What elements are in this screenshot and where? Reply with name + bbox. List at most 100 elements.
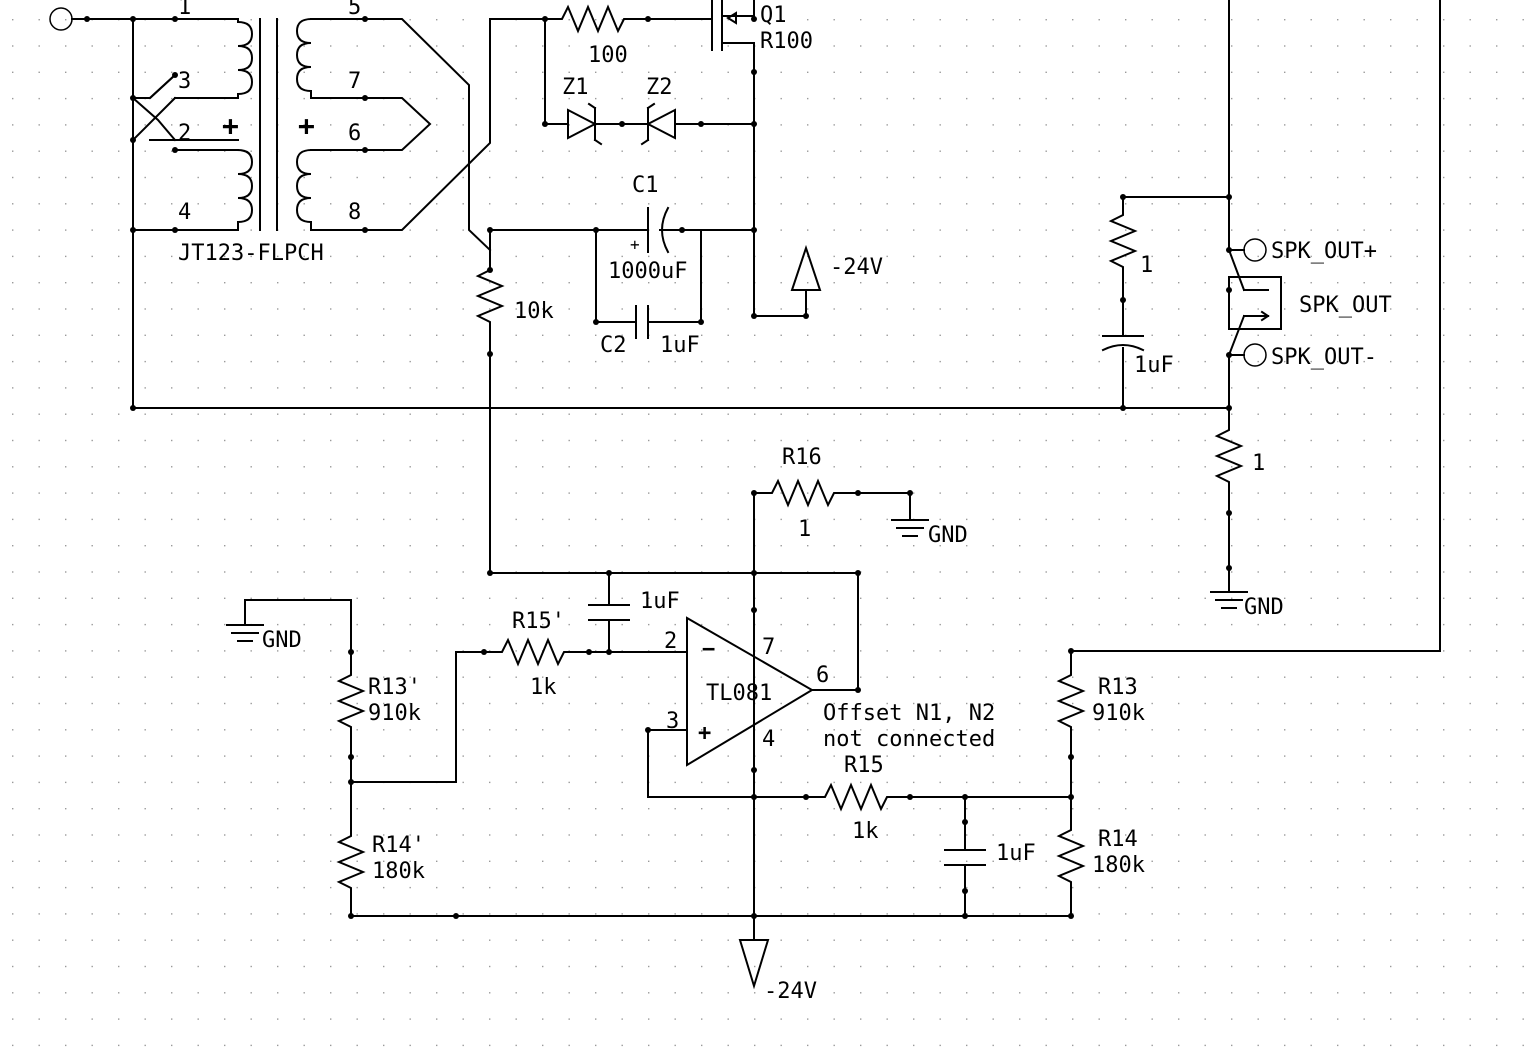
filter-capacitor[interactable]: 1uF xyxy=(944,796,1036,917)
junction-dot xyxy=(1226,510,1232,516)
junction-dot xyxy=(1068,794,1074,800)
r15-name: R15 xyxy=(844,753,884,778)
junction-dot xyxy=(542,121,548,127)
junction-dot xyxy=(487,227,493,233)
junction-dot xyxy=(751,913,757,919)
junction-dot xyxy=(751,570,757,576)
pin-7-label: 7 xyxy=(348,69,361,94)
junction-dot xyxy=(362,95,368,101)
r13p-name: R13' xyxy=(368,675,421,700)
junction-dot xyxy=(751,227,757,233)
junction-dot xyxy=(362,147,368,153)
transformer-label: JT123-FLPCH xyxy=(178,241,324,266)
junction-dot xyxy=(172,147,178,153)
mosfet-name: Q1 xyxy=(760,3,787,28)
transformer[interactable]: 1 3 2 4 5 7 6 8 + + JT123-FLPCH xyxy=(49,0,546,409)
opamp-pin-6: 6 xyxy=(816,663,829,688)
right-divider[interactable]: R13 910k R14 180k xyxy=(1056,650,1145,917)
primary-polarity-mark: + xyxy=(222,109,239,142)
junction-dot xyxy=(172,16,178,22)
opamp-note-line2: not connected xyxy=(823,727,995,752)
pin-4-label: 4 xyxy=(178,200,191,225)
c2-name: C2 xyxy=(600,333,627,358)
opamp-minus-sign: − xyxy=(702,637,715,662)
r16-resistor[interactable]: R16 1 GND xyxy=(753,445,968,917)
junction-dot xyxy=(855,570,861,576)
junction-dot xyxy=(907,794,913,800)
junction-dot xyxy=(962,819,968,825)
gnd-label-right: GND xyxy=(1244,595,1284,620)
r14p-value: 180k xyxy=(372,859,425,884)
gnd-label-left: GND xyxy=(262,628,302,653)
junction-dot xyxy=(1068,913,1074,919)
opamp-pin-3: 3 xyxy=(666,709,679,734)
opamp-tl081[interactable]: 2 3 7 4 6 − + TL081 Offset N1, N2 not co… xyxy=(647,616,1072,844)
snubber-cap-value: 1uF xyxy=(1134,353,1174,378)
bias-resistor-value: 10k xyxy=(514,299,554,324)
junction-dot xyxy=(542,16,548,22)
junction-dot xyxy=(1068,648,1074,654)
supply-minus24-bottom: -24V xyxy=(738,915,817,1004)
c2-value: 1uF xyxy=(660,333,700,358)
pin-1-label: 1 xyxy=(178,0,191,20)
junction-dot xyxy=(1120,194,1126,200)
spk-out-plus-label: SPK_OUT+ xyxy=(1271,239,1377,264)
junction-dot xyxy=(1068,754,1074,760)
input-terminal[interactable] xyxy=(49,7,73,31)
junction-dot xyxy=(751,794,757,800)
bias-resistor[interactable]: 10k xyxy=(475,229,859,691)
junction-dot xyxy=(1226,194,1232,200)
spk-out-label: SPK_OUT xyxy=(1299,293,1392,318)
spk-out-minus-terminal[interactable] xyxy=(1243,343,1267,367)
sense-resistor-value: 1 xyxy=(1252,451,1265,476)
r15p-resistor[interactable]: R15' 1k xyxy=(455,609,688,783)
c1-name: C1 xyxy=(632,173,659,198)
spk-out-minus-label: SPK_OUT- xyxy=(1271,345,1377,370)
junction-dot xyxy=(751,490,757,496)
junction-dot xyxy=(130,95,136,101)
junction-dot xyxy=(1226,352,1232,358)
junction-dot xyxy=(130,137,136,143)
junction-dot xyxy=(1120,405,1126,411)
gate-network[interactable]: 100 Z1 Z2 Q1 R100 xyxy=(544,0,813,317)
gnd-label-r16: GND xyxy=(928,523,968,548)
r15p-name: R15' xyxy=(512,609,565,634)
r16-value: 1 xyxy=(798,517,811,542)
c1-value: 1000uF xyxy=(608,259,687,284)
speaker-output[interactable]: 1 1uF SPK_OUT+ SPK_OUT SPK_OUT- 1 GND xyxy=(1070,0,1441,652)
junction-dot xyxy=(348,754,354,760)
junction-dot xyxy=(130,16,136,22)
junction-dot xyxy=(645,727,651,733)
r13-name: R13 xyxy=(1098,675,1138,700)
junction-dot xyxy=(481,649,487,655)
r16-name: R16 xyxy=(782,445,822,470)
spk-out-plus-terminal[interactable] xyxy=(1243,238,1267,262)
junction-dots xyxy=(84,16,1232,919)
opamp-part-label: TL081 xyxy=(706,681,772,706)
junction-dot xyxy=(855,490,861,496)
junction-dot xyxy=(907,490,913,496)
junction-dot xyxy=(84,16,90,22)
junction-dot xyxy=(1120,297,1126,303)
junction-dot xyxy=(1226,287,1232,293)
supply-top-label: -24V xyxy=(830,255,883,280)
secondary-polarity-mark: + xyxy=(298,109,315,142)
junction-dot xyxy=(962,888,968,894)
c1-c2-capacitors[interactable]: C1 + 1000uF C2 1uF xyxy=(489,173,755,358)
junction-dot xyxy=(803,794,809,800)
junction-dot xyxy=(172,72,178,78)
junction-dot xyxy=(362,16,368,22)
junction-dot xyxy=(586,649,592,655)
pin-2-label: 2 xyxy=(178,121,191,146)
junction-dot xyxy=(751,121,757,127)
junction-dot xyxy=(593,319,599,325)
pin-3-label: 3 xyxy=(178,69,191,94)
feedback-capacitor[interactable]: 1uF xyxy=(588,572,680,653)
junction-dot xyxy=(751,767,757,773)
junction-dot xyxy=(348,649,354,655)
junction-dot xyxy=(172,227,178,233)
pin-5-label: 5 xyxy=(348,0,361,20)
junction-dot xyxy=(487,267,493,273)
junction-dot xyxy=(362,227,368,233)
junction-dot xyxy=(593,227,599,233)
